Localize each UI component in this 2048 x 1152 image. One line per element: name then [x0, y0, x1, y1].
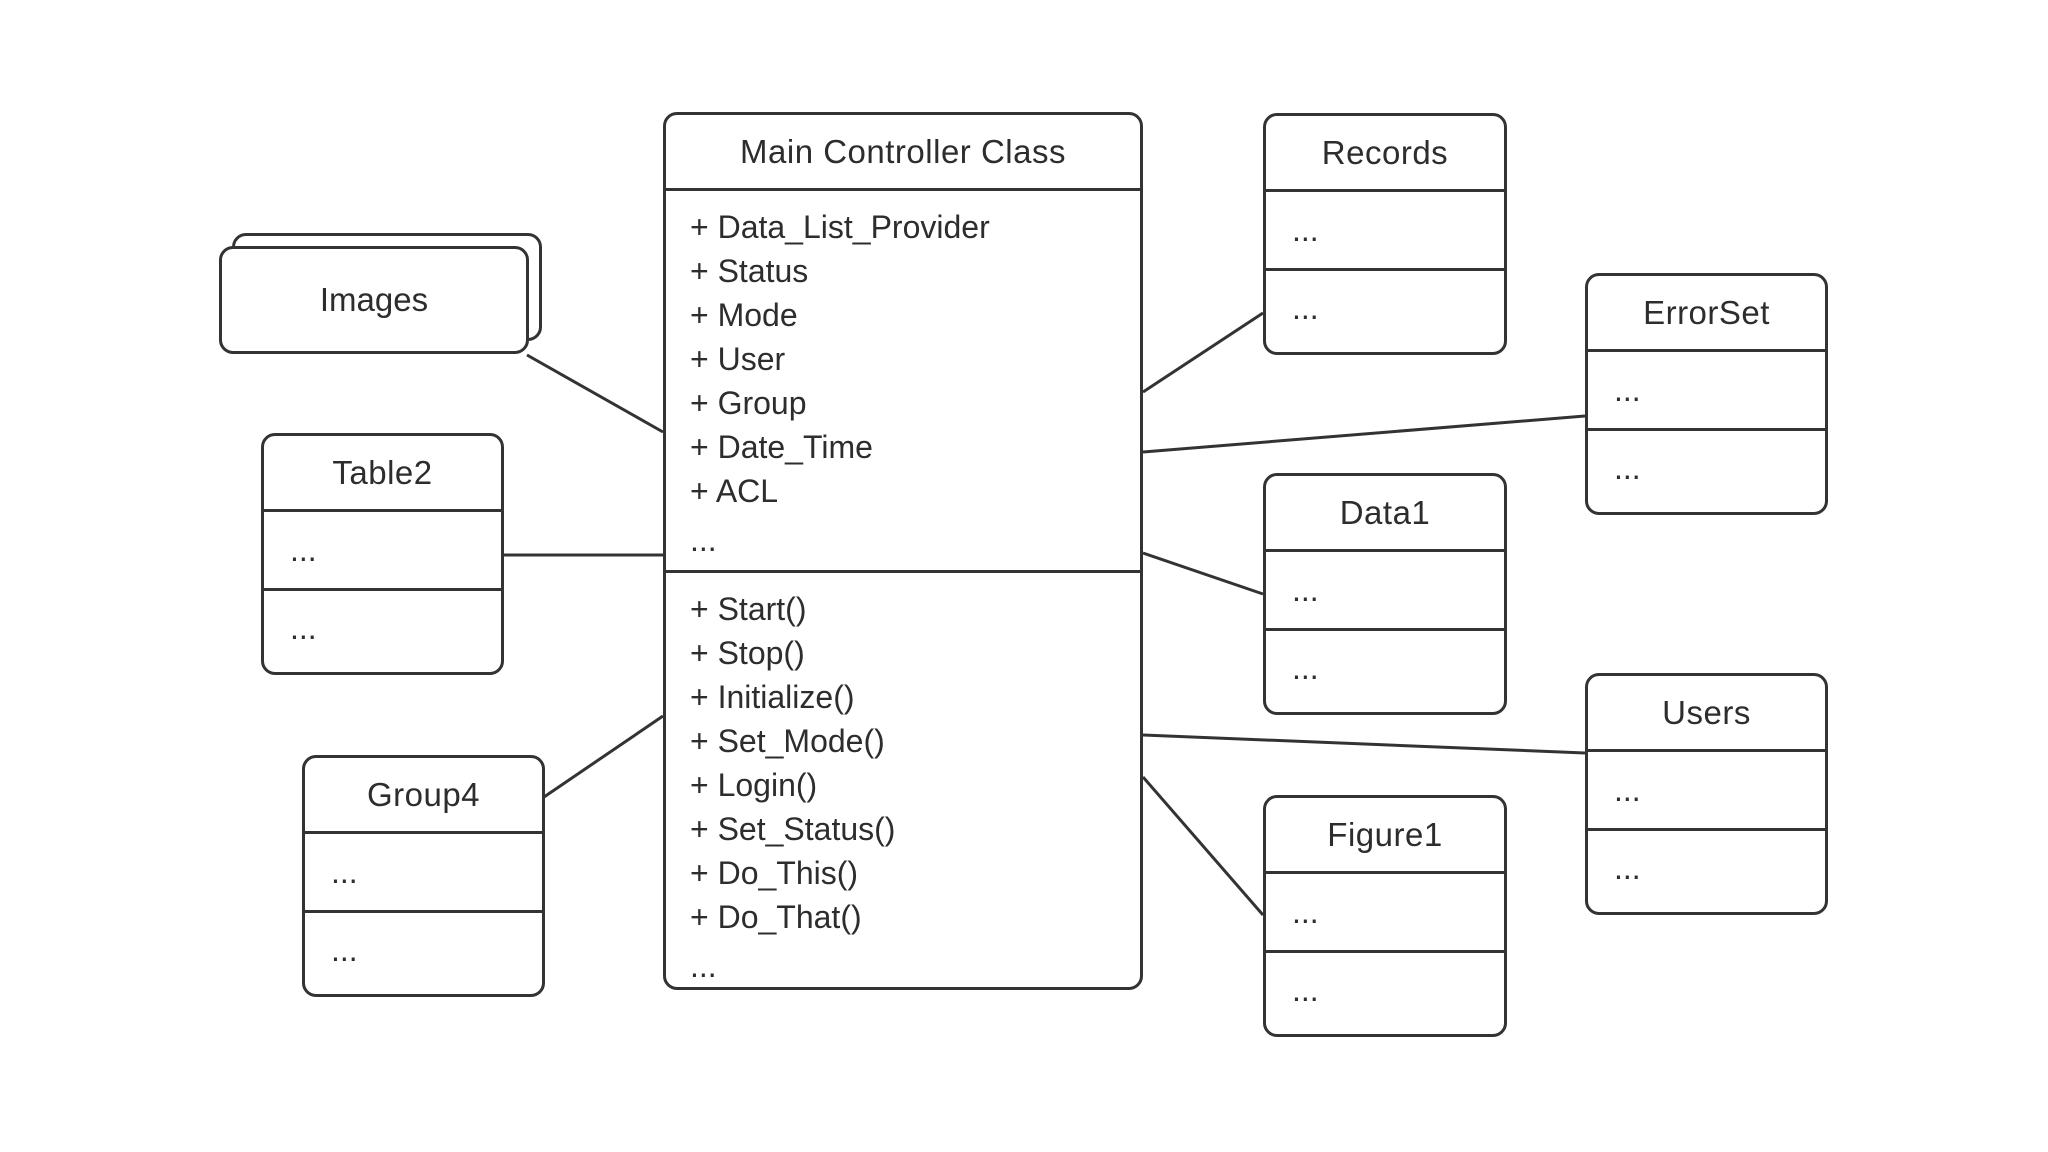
- methods-compartment: + Start() + Stop() + Initialize() + Set_…: [666, 570, 1140, 990]
- class-title-main-controller: Main Controller Class: [740, 132, 1066, 170]
- class-row: ...: [1266, 628, 1504, 706]
- attribute-item: + Mode: [690, 297, 798, 333]
- attribute-item: + Date_Time: [690, 429, 873, 465]
- connector-images-main: [526, 353, 664, 434]
- class-box-main-controller: Main Controller Class + Data_List_Provid…: [663, 112, 1143, 990]
- class-box-figure1: Figure1 ... ...: [1263, 795, 1507, 1037]
- attribute-item: + Status: [690, 253, 809, 289]
- connector-main-figure1: [1141, 776, 1265, 916]
- class-box-data1: Data1 ... ...: [1263, 473, 1507, 715]
- method-item: + Stop(): [690, 635, 805, 671]
- method-item: + Start(): [690, 591, 807, 627]
- class-title-table2: Table2: [332, 453, 433, 491]
- method-item: + Initialize(): [690, 679, 855, 715]
- class-box-table2: Table2 ... ...: [261, 433, 504, 675]
- connector-group4-main: [543, 714, 664, 799]
- class-row: ...: [305, 831, 542, 910]
- class-title-errorset: ErrorSet: [1643, 293, 1770, 331]
- class-title-figure1: Figure1: [1327, 815, 1443, 853]
- class-title-data1: Data1: [1339, 493, 1431, 531]
- class-title-group4: Group4: [366, 775, 481, 813]
- class-row: ...: [1588, 749, 1825, 828]
- class-box-group4: Group4 ... ...: [302, 755, 545, 997]
- class-title-images: Images: [319, 281, 429, 318]
- class-title-records: Records: [1321, 133, 1449, 171]
- class-box-images: Images: [219, 246, 529, 354]
- attribute-item: + Data_List_Provider: [690, 209, 990, 245]
- connector-main-users: [1142, 733, 1586, 755]
- class-row: ...: [305, 910, 542, 988]
- class-row: ...: [1588, 349, 1825, 428]
- class-box-users: Users ... ...: [1585, 673, 1828, 915]
- class-row: ...: [264, 509, 501, 588]
- method-item: + Do_This(): [690, 855, 859, 891]
- class-box-records: Records ... ...: [1263, 113, 1507, 355]
- class-row: ...: [1588, 828, 1825, 906]
- method-item: + Set_Mode(): [690, 723, 885, 759]
- class-row: ...: [1266, 189, 1504, 268]
- attribute-ellipsis: ...: [690, 522, 717, 558]
- class-row: ...: [1266, 549, 1504, 628]
- class-row: ...: [264, 588, 501, 666]
- class-title-users: Users: [1662, 693, 1751, 731]
- connector-main-records: [1142, 311, 1264, 394]
- connector-main-errorset: [1142, 414, 1586, 454]
- class-row: ...: [1588, 428, 1825, 506]
- method-item: + Login(): [690, 767, 818, 803]
- attribute-item: + Group: [690, 385, 807, 421]
- method-ellipsis: ...: [690, 948, 717, 984]
- class-row: ...: [1266, 871, 1504, 950]
- attribute-item: + ACL: [690, 473, 779, 509]
- class-row: ...: [1266, 950, 1504, 1028]
- method-item: + Set_Status(): [690, 811, 896, 847]
- class-row: ...: [1266, 268, 1504, 346]
- class-box-errorset: ErrorSet ... ...: [1585, 273, 1828, 515]
- attribute-item: + User: [690, 341, 786, 377]
- method-item: + Do_That(): [690, 899, 862, 935]
- connector-main-data1: [1142, 551, 1264, 596]
- attributes-compartment: + Data_List_Provider + Status + Mode + U…: [666, 188, 1140, 570]
